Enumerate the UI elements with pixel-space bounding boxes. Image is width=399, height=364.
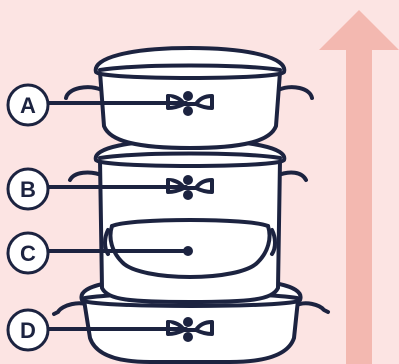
marker-dot xyxy=(183,175,193,185)
label-b-text: B xyxy=(20,177,36,202)
label-c: C xyxy=(6,231,50,275)
marker-dot xyxy=(183,246,193,256)
label-a-text: A xyxy=(20,93,36,118)
marker-dot xyxy=(183,332,193,342)
marker-dot xyxy=(183,317,193,327)
up-arrow-icon xyxy=(319,10,399,364)
marker-dot xyxy=(183,91,193,101)
marker-dot xyxy=(183,106,193,116)
label-b: B xyxy=(6,167,50,211)
label-a: A xyxy=(6,83,50,127)
pan-c xyxy=(103,218,277,279)
label-c-text: C xyxy=(20,241,36,266)
marker-dot xyxy=(183,190,193,200)
stock-pot xyxy=(68,158,308,304)
label-d-text: D xyxy=(20,318,36,343)
label-d: D xyxy=(6,308,50,352)
